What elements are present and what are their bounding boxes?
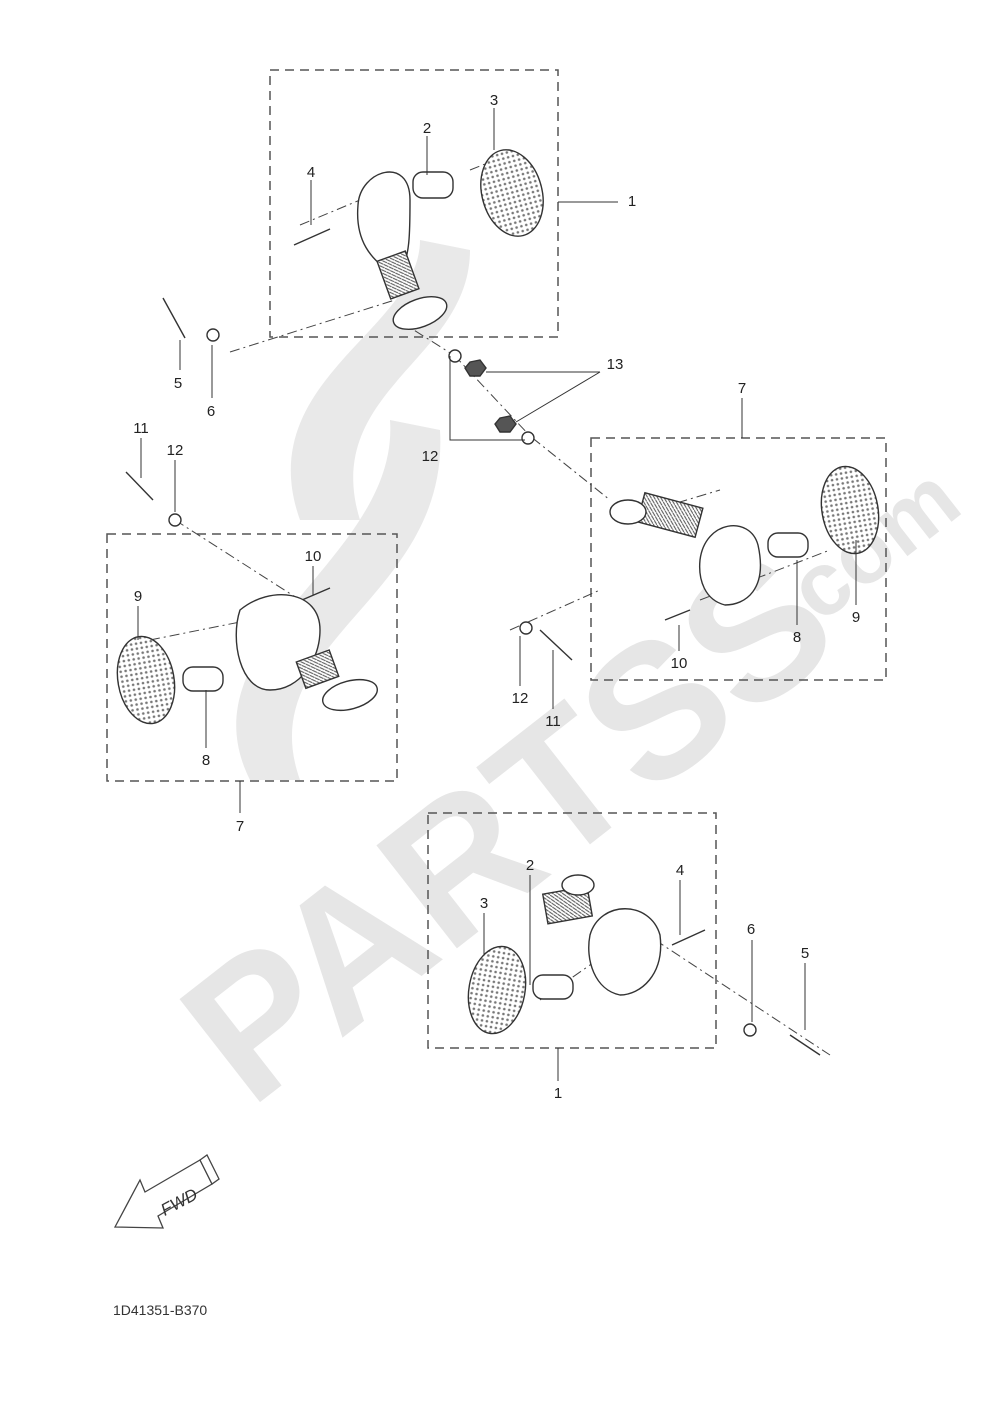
callout-top-13: 13: [607, 356, 624, 373]
washer-icon: [206, 328, 220, 342]
callout-left-8: 8: [202, 752, 210, 769]
callout-top-1: 1: [628, 193, 636, 210]
assembly-box-bottom: [427, 812, 717, 1049]
callout-right-8: 8: [793, 629, 801, 646]
bolt-icon: [162, 297, 186, 339]
diagram-code: 1D41351-B370: [113, 1302, 207, 1318]
callout-left-12: 12: [167, 442, 184, 459]
callout-top-3: 3: [490, 92, 498, 109]
callout-bottom-5: 5: [801, 945, 809, 962]
callout-right-7: 7: [738, 380, 746, 397]
callout-top-2: 2: [423, 120, 431, 137]
right-assembly: [509, 398, 880, 709]
assembly-box-top: [269, 69, 559, 338]
housing-icon: [356, 171, 411, 276]
fwd-arrow-icon: FWD: [113, 1154, 220, 1229]
callout-left-11: 11: [133, 420, 149, 437]
callout-bottom-4: 4: [676, 862, 684, 879]
callout-bottom-3: 3: [480, 895, 488, 912]
callout-bottom-1: 1: [554, 1085, 562, 1102]
left-assembly: [116, 438, 378, 813]
watermark: PARTSS .com: [145, 240, 978, 1142]
nut-icon: [464, 359, 487, 377]
bottom-assembly: [467, 874, 831, 1081]
bracket-icon: [392, 296, 448, 330]
callout-right-12: 12: [512, 690, 529, 707]
callout-top-5: 5: [174, 375, 182, 392]
callout-left-9: 9: [134, 588, 142, 605]
callout-top-6: 6: [207, 403, 215, 420]
callout-right-10: 10: [671, 655, 688, 672]
bulb-icon: [412, 171, 454, 199]
lens-icon: [480, 149, 544, 237]
callout-top-12: 12: [422, 448, 439, 465]
callout-bottom-2: 2: [526, 857, 534, 874]
assembly-box-left: [106, 533, 398, 782]
callout-left-7: 7: [236, 818, 244, 835]
top-assembly: [162, 108, 618, 501]
callout-bottom-6: 6: [747, 921, 755, 938]
screw-icon: [293, 228, 331, 246]
assembly-box-right: [590, 437, 887, 681]
callout-top-4: 4: [307, 164, 315, 181]
callout-right-9: 9: [852, 609, 860, 626]
callout-left-10: 10: [305, 548, 322, 565]
callout-right-11: 11: [545, 713, 561, 730]
